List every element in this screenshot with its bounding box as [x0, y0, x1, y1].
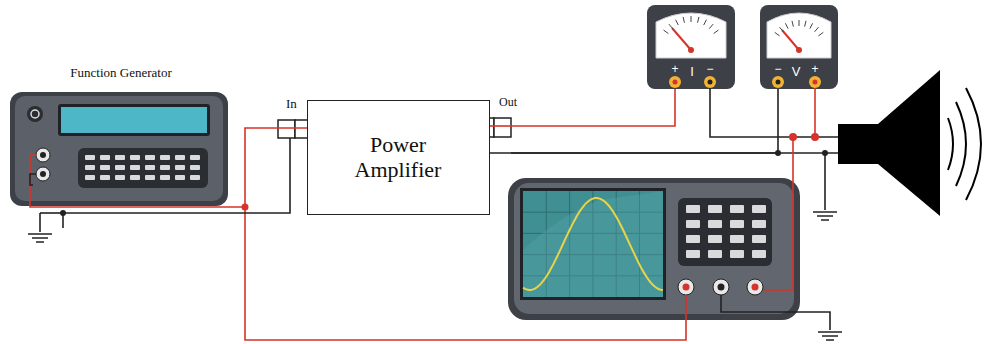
node-text: V [792, 65, 801, 80]
port-label: In [286, 96, 297, 112]
wire [511, 89, 778, 153]
function-generator-body [10, 92, 228, 206]
sine-trace [523, 198, 663, 290]
function-generator: Function Generator [10, 66, 232, 210]
port-label: Out [499, 95, 517, 110]
wire [232, 128, 307, 207]
node-text: + [671, 63, 678, 77]
keypad [686, 205, 766, 258]
node-text: − [706, 63, 713, 77]
speaker [838, 70, 981, 216]
node-text: Power Amplifier [338, 132, 458, 183]
node-text: − [774, 63, 781, 77]
ammeter-body [647, 5, 735, 89]
meter-ticks [663, 16, 823, 36]
scope-grid [523, 191, 663, 297]
wires [30, 88, 838, 340]
voltmeter: −V + [760, 5, 838, 89]
ammeter: + I− [647, 5, 735, 89]
node-text: Function Generator [70, 66, 171, 81]
power-amplifier-box: Power Amplifier [307, 100, 490, 215]
wire [511, 89, 675, 126]
keypad [85, 155, 200, 180]
node-text: I [690, 65, 694, 80]
oscilloscope [508, 178, 800, 320]
node-text: + [811, 63, 818, 77]
voltmeter-body [760, 5, 838, 89]
